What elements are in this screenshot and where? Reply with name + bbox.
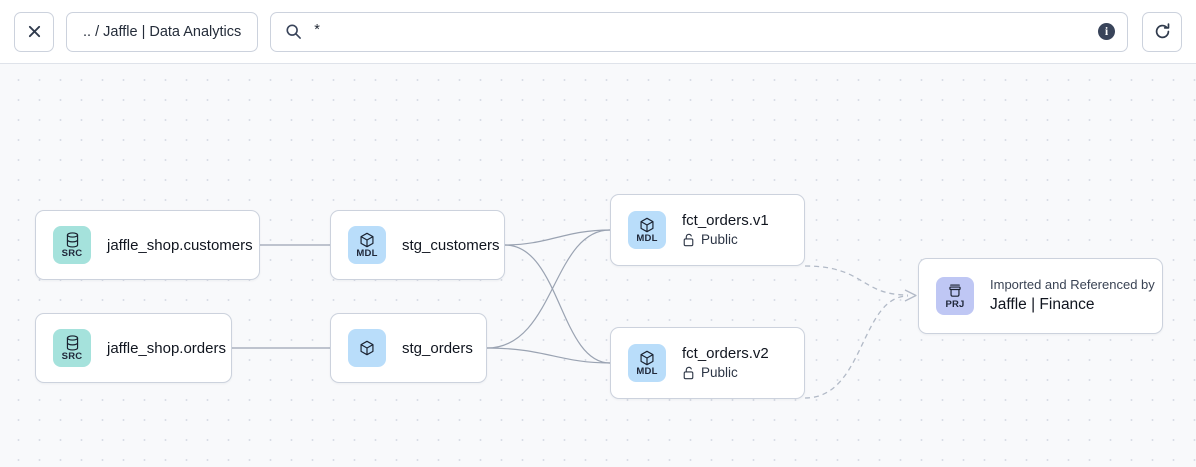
close-button[interactable] bbox=[14, 11, 54, 52]
edge-stgorders-to-v1 bbox=[486, 229, 611, 349]
badge-kind-label: PRJ bbox=[945, 299, 965, 311]
node-label: jaffle_shop.customers bbox=[107, 236, 253, 254]
node-fct-orders-v2[interactable]: MDL fct_orders.v2 Public bbox=[610, 327, 805, 399]
cube-icon bbox=[359, 231, 375, 248]
node-access-label: Public bbox=[701, 232, 738, 248]
badge-mdl: MDL bbox=[628, 344, 666, 382]
edge-v2-to-project bbox=[804, 295, 909, 399]
node-access: Public bbox=[682, 365, 769, 381]
badge-mdl: MDL bbox=[348, 226, 386, 264]
graph-canvas[interactable]: SRC jaffle_shop.customers SRC jaffle_sho… bbox=[0, 64, 1196, 467]
database-icon bbox=[65, 334, 80, 351]
breadcrumb-label: .. / Jaffle | Data Analytics bbox=[83, 23, 242, 40]
node-stg-customers[interactable]: MDL stg_customers bbox=[330, 210, 505, 280]
node-caption: Imported and Referenced by bbox=[990, 276, 1155, 292]
node-text: fct_orders.v1 Public bbox=[682, 212, 769, 248]
refresh-icon bbox=[1155, 23, 1169, 39]
node-jaffle-shop-customers[interactable]: SRC jaffle_shop.customers bbox=[35, 210, 260, 280]
badge-mdl: MDL bbox=[628, 211, 666, 249]
search-input[interactable]: * i bbox=[270, 11, 1128, 52]
edge-arrowhead bbox=[904, 289, 917, 302]
edge-stgcust-to-v2 bbox=[504, 244, 611, 364]
node-stg-orders[interactable]: stg_orders bbox=[330, 313, 487, 383]
cube-icon bbox=[639, 216, 655, 233]
toolbar: .. / Jaffle | Data Analytics * i bbox=[0, 0, 1196, 64]
unlock-icon bbox=[682, 233, 695, 247]
node-jaffle-shop-orders[interactable]: SRC jaffle_shop.orders bbox=[35, 313, 232, 383]
info-icon[interactable]: i bbox=[1098, 23, 1115, 40]
breadcrumb[interactable]: .. / Jaffle | Data Analytics bbox=[66, 11, 259, 52]
unlock-icon bbox=[682, 366, 695, 380]
node-access-label: Public bbox=[701, 365, 738, 381]
project-icon bbox=[947, 282, 963, 299]
badge-kind-label: MDL bbox=[356, 248, 378, 260]
node-label: jaffle_shop.orders bbox=[107, 339, 226, 357]
node-fct-orders-v1[interactable]: MDL fct_orders.v1 Public bbox=[610, 194, 805, 266]
badge-kind-label: MDL bbox=[636, 233, 658, 245]
node-label: fct_orders.v2 bbox=[682, 345, 769, 363]
node-access: Public bbox=[682, 232, 769, 248]
cube-icon bbox=[639, 349, 655, 366]
refresh-button[interactable] bbox=[1142, 11, 1182, 52]
node-label: stg_customers bbox=[402, 236, 500, 254]
badge-kind-label: SRC bbox=[61, 351, 83, 363]
badge-kind-label: MDL bbox=[636, 366, 658, 378]
edge-stgorders-to-v2 bbox=[486, 347, 611, 364]
graph-edges bbox=[232, 229, 917, 399]
badge-src: SRC bbox=[53, 226, 91, 264]
node-label: stg_orders bbox=[402, 339, 473, 357]
cube-icon bbox=[359, 340, 375, 357]
search-icon bbox=[285, 23, 302, 40]
edge-stgcust-to-v1 bbox=[504, 229, 611, 246]
badge-src: SRC bbox=[53, 329, 91, 367]
node-jaffle-finance-project[interactable]: PRJ Imported and Referenced by Jaffle | … bbox=[918, 258, 1163, 334]
close-icon bbox=[28, 25, 40, 38]
search-value: * bbox=[314, 21, 321, 38]
node-label: fct_orders.v1 bbox=[682, 212, 769, 230]
badge-prj: PRJ bbox=[936, 277, 974, 315]
node-label: Jaffle | Finance bbox=[990, 295, 1095, 313]
badge-kind-label: SRC bbox=[61, 248, 83, 260]
node-text: Imported and Referenced by Jaffle | Fina… bbox=[990, 276, 1155, 315]
badge-mdl bbox=[348, 329, 386, 367]
node-text: fct_orders.v2 Public bbox=[682, 345, 769, 381]
edge-v1-to-project bbox=[804, 265, 909, 296]
database-icon bbox=[65, 231, 80, 248]
